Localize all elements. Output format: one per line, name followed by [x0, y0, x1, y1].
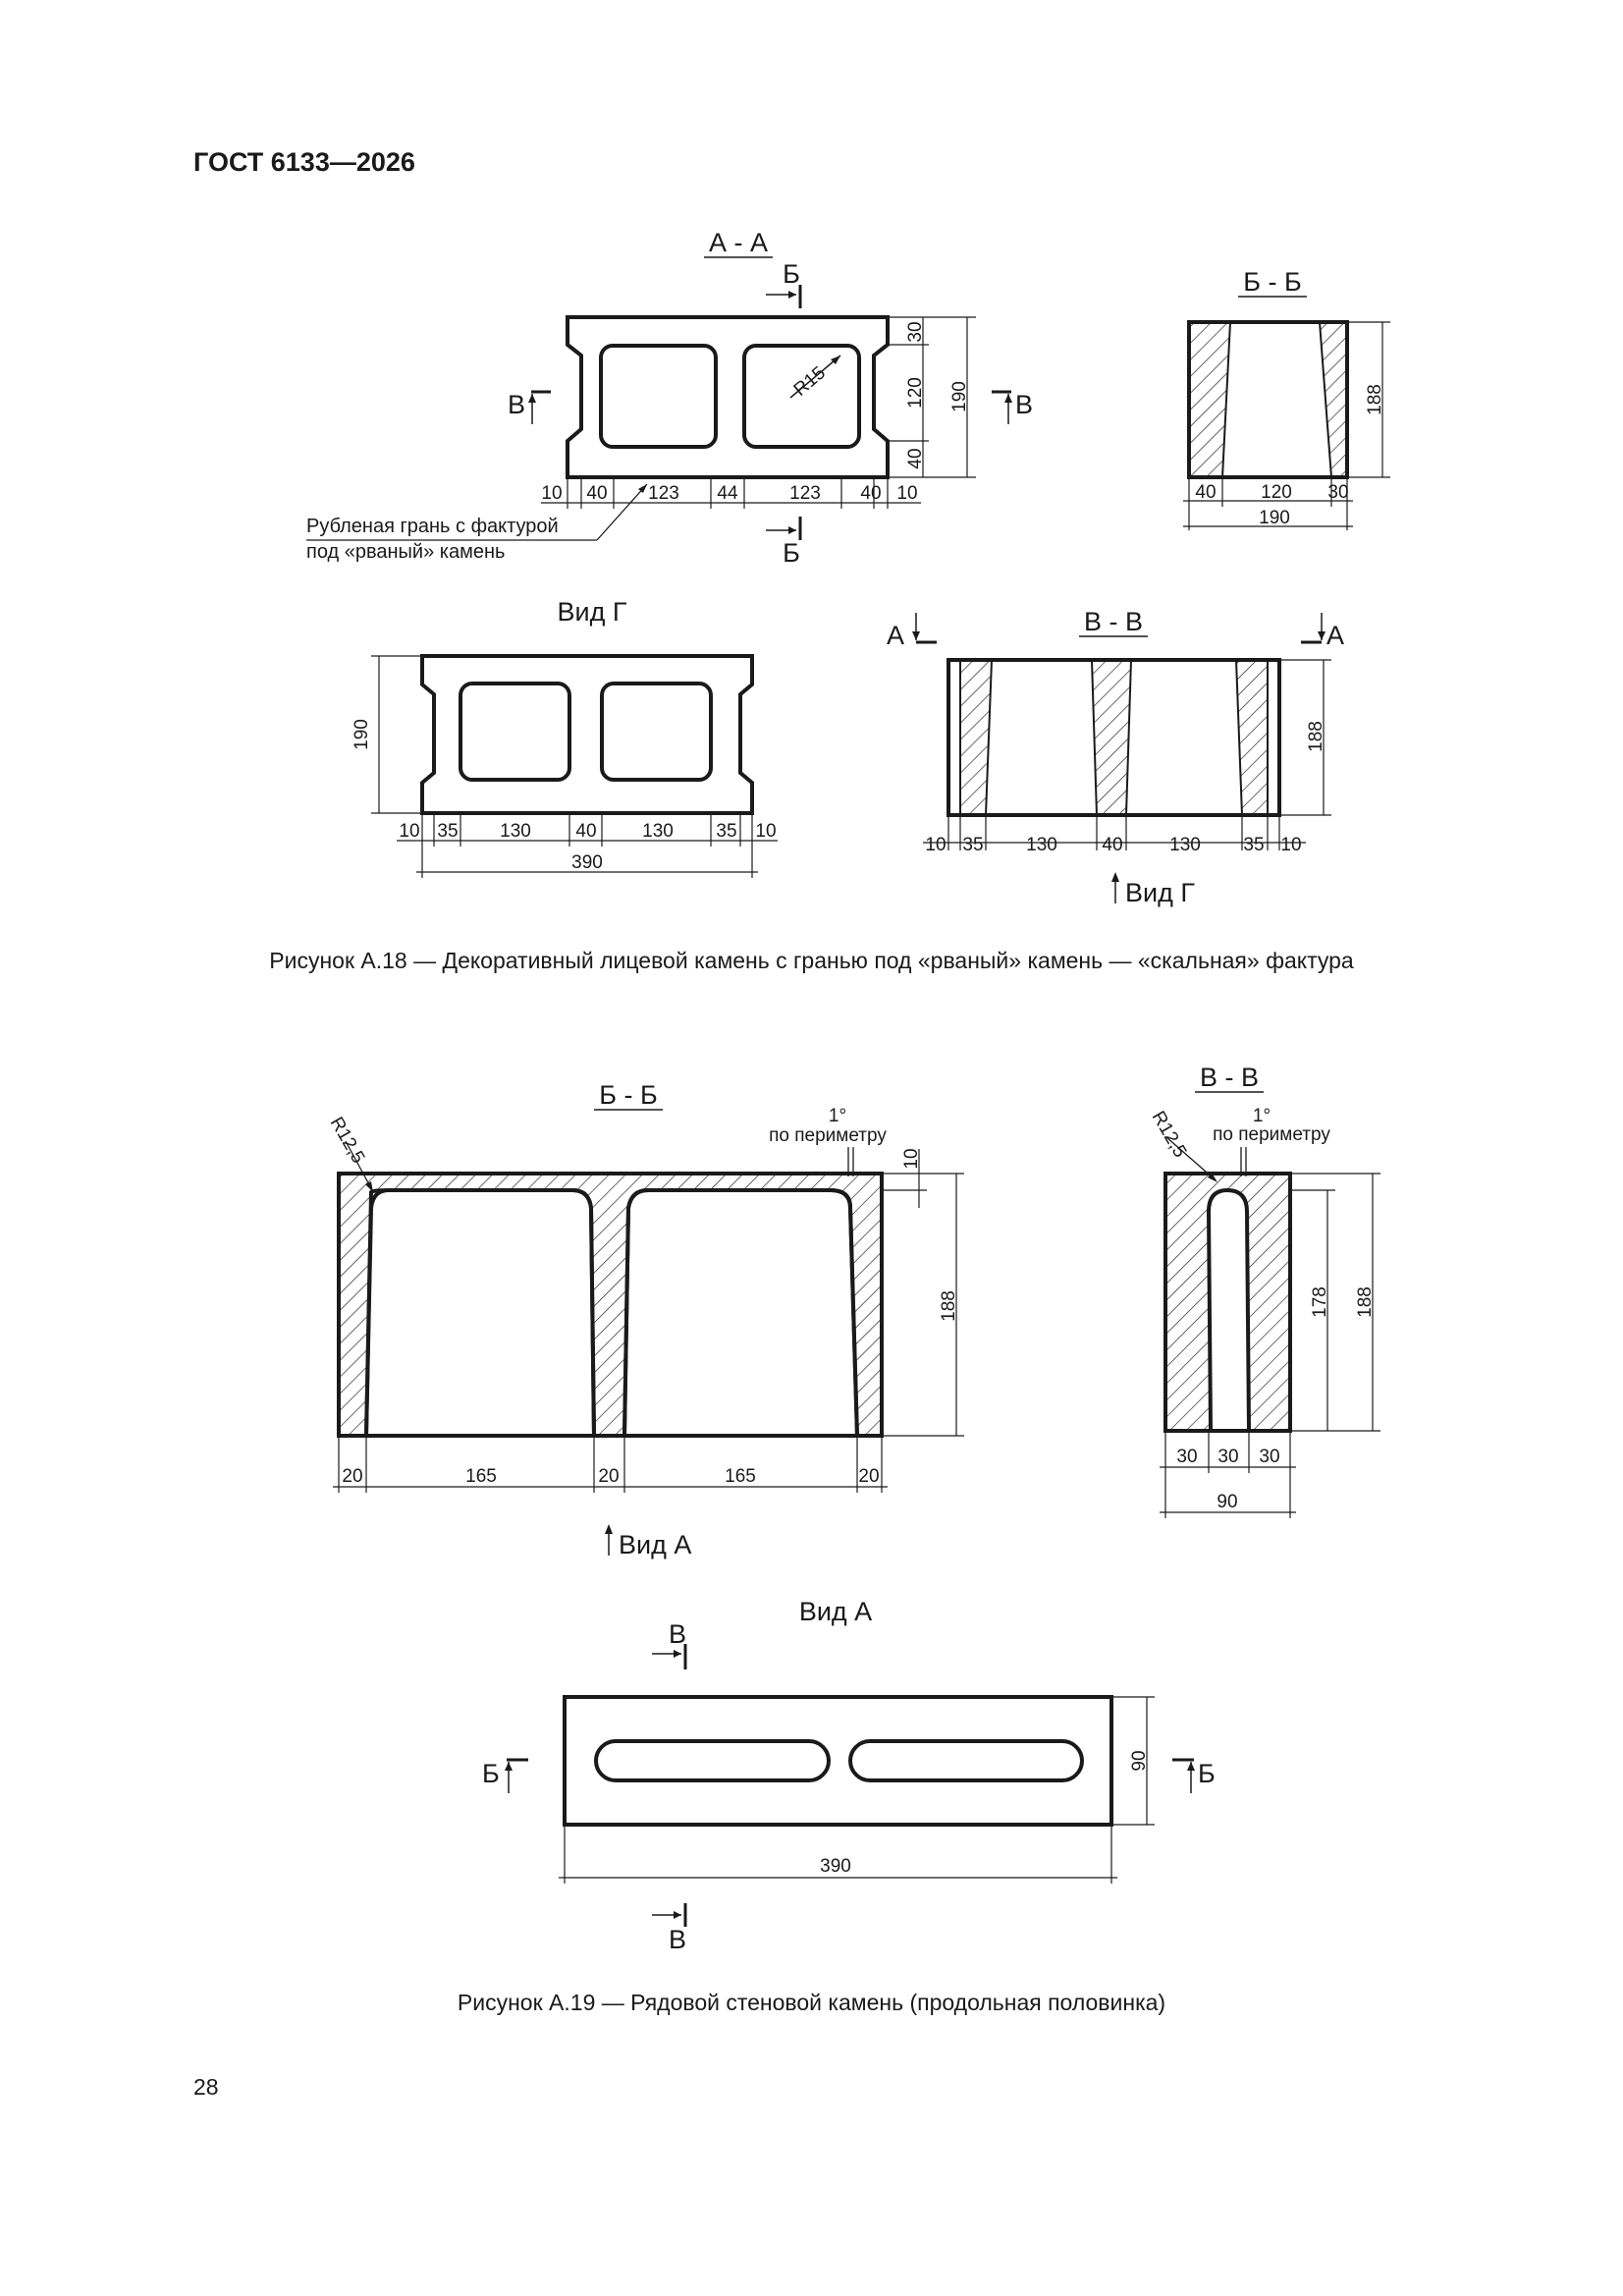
- a18-view-g-dim-h-5: 130: [642, 821, 674, 842]
- a18-vv-dim-h-4: 40: [1102, 835, 1122, 855]
- a18-aa-cut-v-right: В: [1015, 390, 1033, 419]
- a19-view-a-cut-b-left: Б: [482, 1759, 500, 1788]
- a19-view-a-title: Вид А: [799, 1597, 872, 1626]
- a18-view-g-dim-h-7: 10: [755, 821, 776, 842]
- a18-aa-cut-b-bottom: Б: [783, 538, 800, 568]
- a19-bb-dim-h-2: 165: [465, 1466, 497, 1487]
- a18-vv-title: В - В: [1084, 607, 1143, 636]
- a19-bb-dim-h-1: 20: [342, 1466, 362, 1487]
- a18-aa-dim-h-7: 10: [896, 483, 917, 504]
- a18-aa-note-line1: Рубленая грань с фактурой: [306, 516, 559, 537]
- a18-aa-title: А - А: [709, 228, 768, 257]
- a18-view-g: Вид Г 190 10 35 130 40 130 35 10 390: [352, 597, 778, 878]
- a19-vv-angle-note: по периметру: [1213, 1124, 1330, 1145]
- a19-bb-dim-h-5: 20: [858, 1466, 879, 1487]
- a19-bb-title: Б - Б: [599, 1080, 657, 1110]
- a18-bb-dim-h-1: 40: [1195, 482, 1216, 503]
- a18-aa-cut-v-left: В: [508, 390, 525, 419]
- a19-vv-title: В - В: [1200, 1063, 1259, 1092]
- a18-view-g-dim-h-6: 35: [716, 821, 736, 842]
- a19-view-a-cut-v-top: В: [669, 1619, 686, 1649]
- a18-vv-dim-h-5: 130: [1169, 835, 1201, 855]
- a18-section-aa: А - А Б R15 В В 30 120: [306, 228, 1033, 568]
- a19-view-a-dim-v-total: 90: [1129, 1750, 1150, 1771]
- a18-section-vv: В - В А А 188 10: [887, 607, 1344, 907]
- a19-vv-dim-h-2: 30: [1217, 1447, 1238, 1467]
- a19-vv-dim-h-3: 30: [1259, 1447, 1279, 1467]
- a18-vv-cut-a-right: А: [1326, 621, 1344, 650]
- a18-vv-cut-a-left: А: [887, 621, 904, 650]
- a18-vv-dim-v-total: 188: [1306, 721, 1326, 752]
- a19-view-a-cut-v-bottom: В: [669, 1925, 686, 1954]
- a19-bb-angle: 1°: [829, 1106, 846, 1126]
- a18-bb-title: Б - Б: [1243, 267, 1301, 297]
- a18-view-g-dim-h-total: 390: [571, 852, 603, 873]
- a18-view-g-dim-h-4: 40: [575, 821, 596, 842]
- a19-bb-angle-note: по периметру: [769, 1125, 887, 1146]
- a18-aa-dim-v-total: 190: [949, 381, 970, 412]
- a18-aa-dim-v-3: 40: [905, 448, 926, 468]
- a19-bb-dim-v-total: 188: [939, 1290, 959, 1322]
- a19-bb-view-label: Вид А: [619, 1530, 691, 1559]
- a19-bb-dim-h-3: 20: [598, 1466, 619, 1487]
- a19-section-vv: В - В R12,5 1° по периметру 178 188 30 3…: [1148, 1063, 1380, 1518]
- a19-section-bb: Б - Б R12,5 1° по периметру 10: [326, 1080, 964, 1559]
- figure-a19-caption: Рисунок А.19 — Рядовой стеновой камень (…: [457, 1990, 1166, 2015]
- a19-vv-dim-v-1: 178: [1310, 1286, 1330, 1318]
- a18-vv-dim-h-6: 35: [1243, 835, 1264, 855]
- a18-aa-note-line2: под «рваный» камень: [306, 541, 505, 563]
- a19-vv-dim-h-1: 30: [1176, 1447, 1197, 1467]
- a18-vv-view-label: Вид Г: [1125, 878, 1195, 907]
- a18-aa-radius: R15: [790, 362, 830, 400]
- figure-a18-caption: Рисунок А.18 — Декоративный лицевой каме…: [269, 948, 1354, 973]
- a18-vv-dim-h-1: 10: [925, 835, 946, 855]
- a18-vv-dim-h-2: 35: [962, 835, 983, 855]
- a19-vv-angle: 1°: [1253, 1106, 1271, 1126]
- a18-bb-dim-v-total: 188: [1365, 384, 1385, 415]
- a18-vv-dim-h-3: 130: [1026, 835, 1057, 855]
- a19-vv-dim-h-total: 90: [1217, 1492, 1237, 1512]
- a18-aa-dim-h-1: 10: [541, 483, 562, 504]
- a18-aa-dim-h-6: 40: [860, 483, 881, 504]
- a18-view-g-title: Вид Г: [558, 597, 627, 627]
- a19-bb-radius: R12,5: [326, 1114, 369, 1167]
- a18-aa-dim-h-2: 40: [586, 483, 607, 504]
- a18-view-g-dim-h-2: 35: [437, 821, 458, 842]
- a18-aa-dim-h-4: 44: [717, 483, 738, 504]
- a19-view-a: Вид А В Б Б 90 390 В: [482, 1597, 1216, 1954]
- a19-vv-dim-v-2: 188: [1355, 1286, 1376, 1318]
- a18-view-g-dim-h-1: 10: [399, 821, 419, 842]
- a19-view-a-cut-b-right: Б: [1198, 1759, 1216, 1788]
- a18-aa-cut-b-top: Б: [783, 259, 800, 289]
- a19-view-a-dim-h-total: 390: [820, 1856, 851, 1877]
- a18-bb-dim-h-total: 190: [1259, 508, 1290, 528]
- page-number: 28: [193, 2074, 219, 2100]
- a18-aa-dim-v-1: 30: [905, 321, 926, 342]
- a18-bb-dim-h-2: 120: [1261, 482, 1292, 503]
- a18-vv-dim-h-7: 10: [1280, 835, 1301, 855]
- a19-bb-top-dim: 10: [901, 1148, 922, 1169]
- a18-section-bb: Б - Б 188 40 120 30 190: [1183, 267, 1390, 530]
- a18-view-g-dim-h-3: 130: [500, 821, 531, 842]
- a19-bb-dim-h-4: 165: [725, 1466, 756, 1487]
- a18-aa-dim-v-2: 120: [905, 377, 926, 409]
- a18-aa-dim-h-5: 123: [789, 483, 821, 504]
- a18-bb-dim-h-3: 30: [1327, 482, 1348, 503]
- document-header: ГОСТ 6133—2026: [193, 147, 415, 177]
- a18-aa-dim-h-3: 123: [648, 483, 679, 504]
- a18-view-g-dim-v-total: 190: [352, 719, 372, 750]
